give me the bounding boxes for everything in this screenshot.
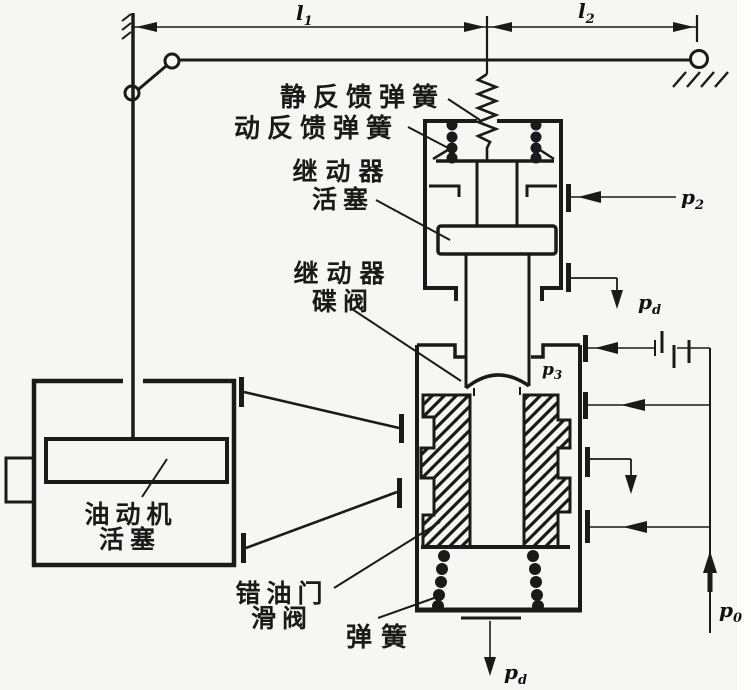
scan-edge [737,0,751,690]
cylinder-left-tab [4,456,32,504]
label-servomotor-piston-line1: 油动机 [84,500,177,529]
label-p2: p2 [681,185,704,213]
relay-port-p2 [566,184,571,212]
lever-pivot-left [163,52,181,70]
label-pilot-valve-line1: 错油门 [235,579,328,608]
label-p0: p0 [719,598,742,626]
drain-down-arrow [625,475,637,494]
servomotor-piston [44,437,229,484]
label-pd-relay: pd [638,290,661,318]
relay-piston [436,224,558,256]
servomotor-cylinder [4,377,246,568]
label-dynamic-feedback-spring: 动反馈弹簧 [234,113,399,144]
cylinder-port-upper [239,377,244,407]
bottom-drain [461,616,521,676]
label-relay-disc-valve-line1: 继动器 [293,259,392,288]
dim-label-l2: l2 [578,0,595,27]
label-relay-piston-line1: 继动器 [292,157,391,186]
relay-cylinder [423,119,571,396]
lever-linkage [123,49,729,102]
spool-left-land [419,393,472,549]
valve-port-right-1 [583,335,588,362]
supply-piping [588,331,717,633]
dynamic-feedback-spring-left-icon [446,119,458,164]
valve-port-left-lower [397,478,402,508]
label-pilot-valve-line2: 滑阀 [251,604,313,633]
pilot-valve-springs [432,550,544,612]
label-static-feedback-spring: 静反馈弹簧 [280,82,445,113]
spring-left-icon [432,550,450,612]
relay-disc-valve [464,373,531,390]
cylinder-port-lower [241,533,246,563]
label-relay-piston-line2: 活塞 [312,185,374,214]
label-leaders [141,98,481,619]
dimension-lines [133,15,699,42]
label-p3: p3 [542,360,562,382]
valve-port-left-upper [399,414,404,443]
pd-bottom-arrow [484,657,496,676]
p0-up-arrow [703,551,717,573]
valve-port-right-2 [583,392,588,419]
valve-port-right-4 [585,510,590,543]
dim-label-l1: l1 [296,1,313,29]
static-feedback-spring-icon [474,16,500,160]
relay-port-pipes [571,191,676,309]
label-servomotor-piston-line2: 活塞 [99,525,161,554]
label-relay-disc-valve-line2: 碟阀 [312,287,374,316]
dynamic-feedback-spring-right-icon [530,119,542,164]
relay-port-pd [566,263,571,292]
valve-port-right-3 [585,447,590,477]
spool-right-land [522,393,572,549]
spring-right-icon [527,550,544,612]
fixed-pivot [689,49,709,69]
input-rod [121,13,135,441]
connecting-pipes [243,390,404,550]
label-pd-bottom: pd [504,660,527,688]
ground-hatch-icon [672,71,729,88]
pilot-valve-body [415,335,590,613]
pd-down-arrow [611,290,623,309]
label-spring: 弹簧 [346,622,416,653]
pilot-valve-spool [419,393,572,549]
